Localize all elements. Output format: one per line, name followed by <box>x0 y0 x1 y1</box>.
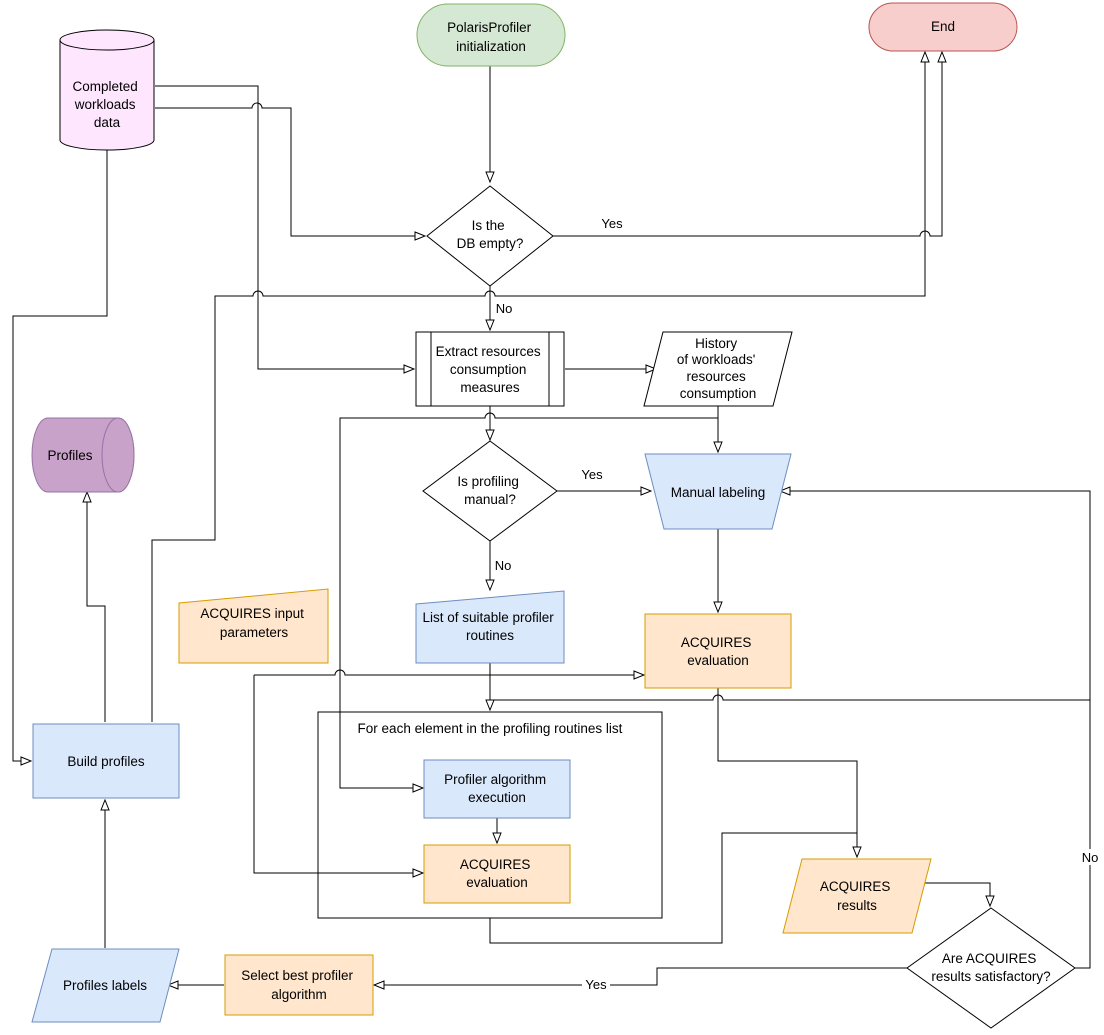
edge-build-profiles-to-end <box>151 52 925 722</box>
edge-history-to-profiler-exec <box>339 412 718 788</box>
edge-acq-eval-to-results <box>717 688 857 857</box>
edge-label-satisfactory-no-bg <box>1078 849 1102 865</box>
acquires-evaluation-top-label: ACQUIRES evaluation <box>681 635 755 668</box>
edge-build-to-profiles-db <box>87 492 106 722</box>
profiling-manual-label: Is profiling manual? <box>457 474 522 507</box>
profiler-list-label: List of suitable profiler routines <box>422 610 557 643</box>
acquires-results-data <box>782 858 932 934</box>
acquires-evaluation-loop <box>423 844 571 904</box>
end-label: End <box>931 19 955 34</box>
profiler-execution-label: Profiler algorithm execution <box>444 772 550 805</box>
extract-measures-process <box>415 331 565 407</box>
profiling-loop-container <box>317 711 663 919</box>
db-empty-label: Is the DB empty? <box>457 218 524 251</box>
profiler-list-input <box>415 590 565 664</box>
acquires-params-input <box>178 588 329 664</box>
profiling-manual-decision <box>422 440 558 542</box>
profiles-database-end <box>101 417 135 493</box>
edge-satisfactory-to-loop <box>490 694 1090 701</box>
edge-label-db-empty-yes: Yes <box>601 216 623 231</box>
edge-label-manual-yes: Yes <box>581 467 603 482</box>
start-terminal <box>416 3 566 67</box>
edge-satisfactory-to-select <box>374 967 924 985</box>
loop-title: For each element in the profiling routin… <box>358 721 623 736</box>
edge-label-satisfactory-yes: Yes <box>585 977 607 992</box>
completed-workloads-database-top <box>59 29 155 51</box>
completed-workloads-label: Completed workloads data <box>72 79 141 130</box>
build-profiles-label: Build profiles <box>67 754 145 769</box>
edge-loop-to-results <box>489 832 857 944</box>
edge-label-satisfactory-no: No <box>1082 850 1099 865</box>
profiles-labels-label: Profiles labels <box>63 978 147 993</box>
manual-labeling-label: Manual labeling <box>671 485 766 500</box>
edge-db-to-db-empty <box>155 102 425 236</box>
profiler-execution-process <box>423 759 571 819</box>
edge-label-satisfactory-yes-bg <box>582 977 610 993</box>
select-best-process <box>224 954 374 1016</box>
satisfactory-decision <box>906 907 1076 1029</box>
acquires-evaluation-top <box>644 613 792 689</box>
db-empty-decision <box>426 185 554 287</box>
edge-db-to-build-profiles <box>12 150 108 761</box>
extract-measures-label: Extract resources consumption measures <box>436 344 545 395</box>
profiles-label: Profiles <box>47 448 92 463</box>
start-label: PolarisProfiler initialization <box>447 20 535 54</box>
select-best-label: Select best profiler algorithm <box>241 968 357 1002</box>
edge-params-to-loop-eval <box>253 675 423 873</box>
history-label: History of workloads' resources consumpt… <box>677 336 759 401</box>
completed-workloads-database <box>59 40 155 151</box>
edge-results-to-satisfactory <box>925 882 990 906</box>
edge-satisfactory-to-manual <box>780 491 1091 969</box>
edge-db-to-extract <box>155 85 414 369</box>
acquires-params-label: ACQUIRES input parameters <box>200 606 307 640</box>
build-profiles-process <box>32 723 180 799</box>
end-terminal <box>868 2 1018 52</box>
profiles-labels-data <box>31 948 180 1023</box>
acquires-results-label: ACQUIRES results <box>820 879 894 913</box>
edge-label-manual-no: No <box>495 558 512 573</box>
edge-label-db-empty-no: No <box>496 301 513 316</box>
edge-db-empty-to-end <box>553 52 942 237</box>
history-data <box>643 331 793 407</box>
manual-labeling-operation <box>644 453 792 530</box>
acquires-evaluation-loop-label: ACQUIRES evaluation <box>460 857 534 890</box>
edge-params-to-acq-eval <box>254 669 644 675</box>
satisfactory-label: Are ACQUIRES results satisfactory? <box>931 951 1050 984</box>
